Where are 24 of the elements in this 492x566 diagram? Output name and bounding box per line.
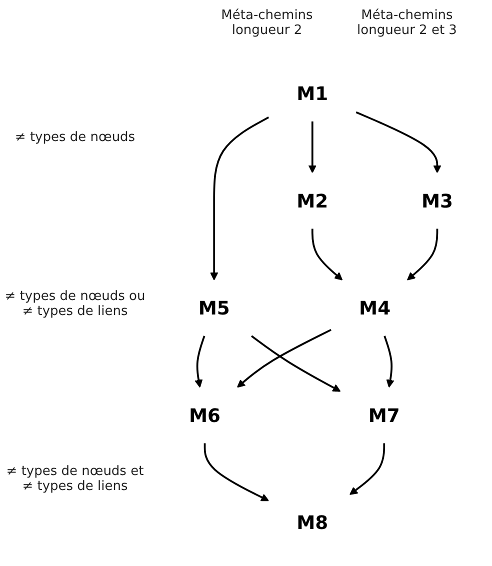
arrow: [236, 328, 332, 388]
arrow: [384, 336, 394, 388]
arrow: [210, 116, 270, 280]
node-text: M4: [359, 296, 391, 320]
arrow: [356, 111, 442, 174]
node-text: M5: [198, 296, 230, 320]
arrow: [204, 443, 269, 502]
node-text: M3: [421, 190, 454, 212]
column-header: Méta-chemins longueur 2: [220, 8, 314, 40]
node-text: M8: [296, 511, 328, 534]
row-label: ≠ types de nœuds et ≠ types de liens: [5, 464, 145, 494]
node-text: M1: [296, 82, 328, 105]
node-text: M2: [296, 190, 328, 212]
arrow: [250, 335, 341, 392]
arrow: [311, 228, 343, 280]
row-label: ≠ types de nœuds ou ≠ types de liens: [4, 289, 146, 320]
node-text: M6: [188, 404, 221, 426]
node-text: M7: [368, 404, 400, 426]
arrow: [194, 336, 206, 388]
column-header: Méta-chemins longueur 2 et 3: [356, 8, 458, 40]
arrow: [407, 228, 438, 280]
row-label: ≠ types de nœuds: [14, 130, 136, 146]
arrow: [349, 443, 386, 495]
arrow: [308, 121, 316, 174]
